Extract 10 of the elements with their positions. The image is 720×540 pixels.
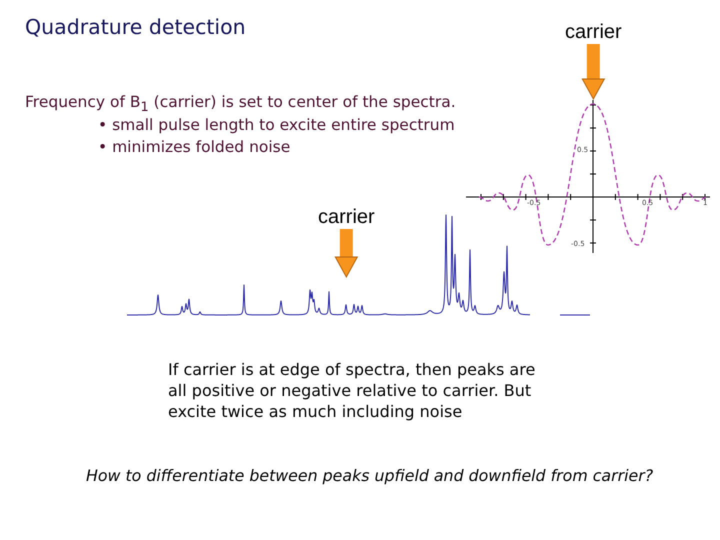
carrier-label: carrier [318, 206, 375, 229]
slide-title: Quadrature detection [25, 15, 246, 39]
bullet-item: • small pulse length to excite entire spectrum [98, 116, 455, 136]
note-text: If carrier is at edge of spectra, then peaks are all positive or negative relative to carrier. But excite twice as much including noise [168, 359, 536, 422]
body-text: Frequency of B$_{1}$ (carrier) is set to center of the spectra. [25, 93, 456, 116]
carrier-label: carrier [565, 21, 622, 44]
arrow [334, 229, 358, 278]
arrow [582, 44, 605, 100]
question-caption: How to differentiate between peaks upfield and downfield from carrier? [86, 466, 654, 485]
bullet-item: • minimizes folded noise [98, 138, 290, 158]
